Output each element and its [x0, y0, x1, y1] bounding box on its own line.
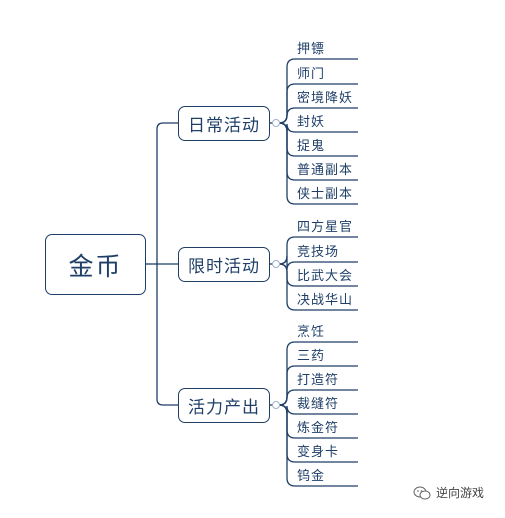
- leaf-item: 比武大会: [297, 269, 354, 284]
- wechat-bubble-icon: [413, 486, 431, 499]
- leaf-item: 打造符: [297, 373, 340, 388]
- watermark-text: 逆向游戏: [436, 486, 485, 500]
- category-connector-line: [156, 264, 178, 406]
- leaf-connector-line: [276, 389, 358, 406]
- leaf-item: 竞技场: [297, 245, 340, 260]
- leaf-item: 普通副本: [297, 163, 354, 178]
- leaf-item: 烹饪: [297, 325, 326, 340]
- watermark: 逆向游戏: [413, 484, 484, 501]
- category-node-vitality: 活力产出: [178, 388, 270, 423]
- leaf-connector-line: [276, 122, 358, 205]
- category-label: 日常活动: [188, 116, 260, 136]
- leaf-item: 密境降妖: [297, 91, 354, 106]
- leaf-connector-line: [276, 107, 358, 124]
- leaf-item: 押镖: [297, 42, 326, 57]
- leaf-item: 三药: [297, 349, 326, 364]
- category-node-limited: 限时活动: [178, 247, 270, 282]
- leaf-item: 捉鬼: [297, 139, 326, 154]
- category-connector-line: [156, 122, 178, 264]
- leaf-item: 炼金符: [297, 421, 340, 436]
- connector-node-icon: [272, 401, 280, 409]
- leaf-item: 侠士副本: [297, 187, 354, 202]
- leaf-item: 变身卡: [297, 445, 340, 460]
- leaf-connector-line: [276, 263, 358, 311]
- root-label: 金币: [68, 251, 123, 281]
- category-node-daily: 日常活动: [178, 106, 270, 141]
- root-node: 金币: [45, 234, 146, 295]
- leaf-connector-line: [276, 255, 358, 271]
- connector-node-icon: [272, 119, 280, 127]
- category-label: 限时活动: [188, 257, 260, 277]
- category-label: 活力产出: [188, 398, 260, 418]
- leaf-item: 四方星官: [297, 220, 354, 235]
- leaf-item: 钨金: [297, 469, 326, 484]
- leaf-connector-line: [276, 404, 358, 487]
- leaf-item: 封妖: [297, 115, 326, 130]
- leaf-item: 决战华山: [297, 293, 354, 308]
- leaf-item: 裁缝符: [297, 397, 340, 412]
- leaf-item: 师门: [297, 67, 326, 82]
- connector-node-icon: [272, 260, 280, 268]
